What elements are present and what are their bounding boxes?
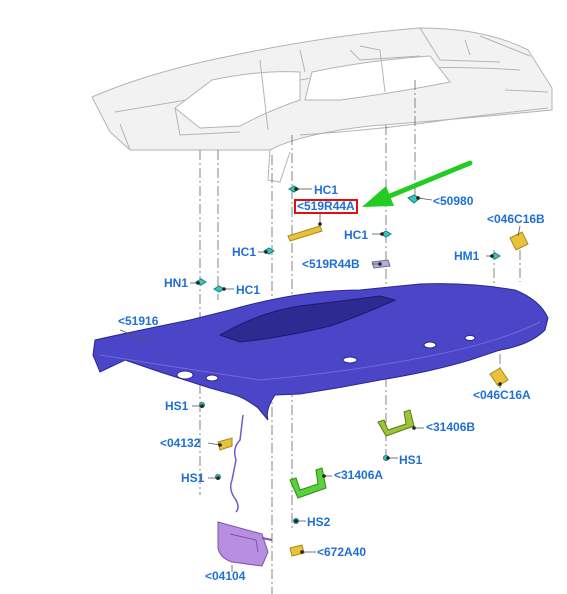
callout-04132: <04132 — [160, 436, 201, 450]
bracket-046c16b — [509, 231, 529, 251]
callout-hs1-upper: HS1 — [165, 399, 189, 413]
roof-frame — [91, 27, 553, 183]
callout-hc1-lower: HC1 — [236, 283, 261, 297]
part-04132 — [217, 437, 233, 451]
bracket-046c16a — [489, 367, 509, 387]
bracket-519r44a — [287, 225, 323, 242]
sun-visor-04104 — [217, 521, 273, 567]
part-672a40 — [289, 544, 305, 557]
callout-50980: <50980 — [433, 194, 474, 208]
callout-hs2: HS2 — [307, 515, 331, 529]
callout-519r44b: <519R44B — [302, 257, 360, 271]
grab-handle-31406b — [377, 409, 415, 437]
green-pointer-arrow — [362, 160, 473, 207]
callout-672a40: <672A40 — [317, 545, 367, 559]
callout-hs1-right: HS1 — [399, 453, 423, 467]
callout-hc1-left: HC1 — [232, 245, 257, 259]
headliner-panel — [92, 283, 549, 421]
callout-hc1-top: HC1 — [314, 183, 339, 197]
callout-046c16a: <046C16A — [473, 388, 531, 402]
callout-04104: <04104 — [205, 569, 246, 583]
callout-hs1-lower: HS1 — [181, 471, 205, 485]
callout-046c16b: <046C16B — [487, 212, 545, 226]
callout-hc1-right: HC1 — [344, 228, 369, 242]
callout-hn1: HN1 — [164, 276, 189, 290]
callout-51916: <51916 — [118, 314, 159, 328]
wire-harness — [229, 414, 244, 513]
callout-31406a: <31406A — [334, 468, 384, 482]
grab-handle-31406a — [289, 467, 327, 499]
callout-hm1: HM1 — [454, 249, 480, 263]
leader-dots — [196, 187, 502, 554]
callout-519r44a-highlighted: <519R44A — [294, 199, 358, 214]
callout-31406b: <31406B — [426, 420, 476, 434]
hc1-clip-right — [380, 230, 392, 238]
